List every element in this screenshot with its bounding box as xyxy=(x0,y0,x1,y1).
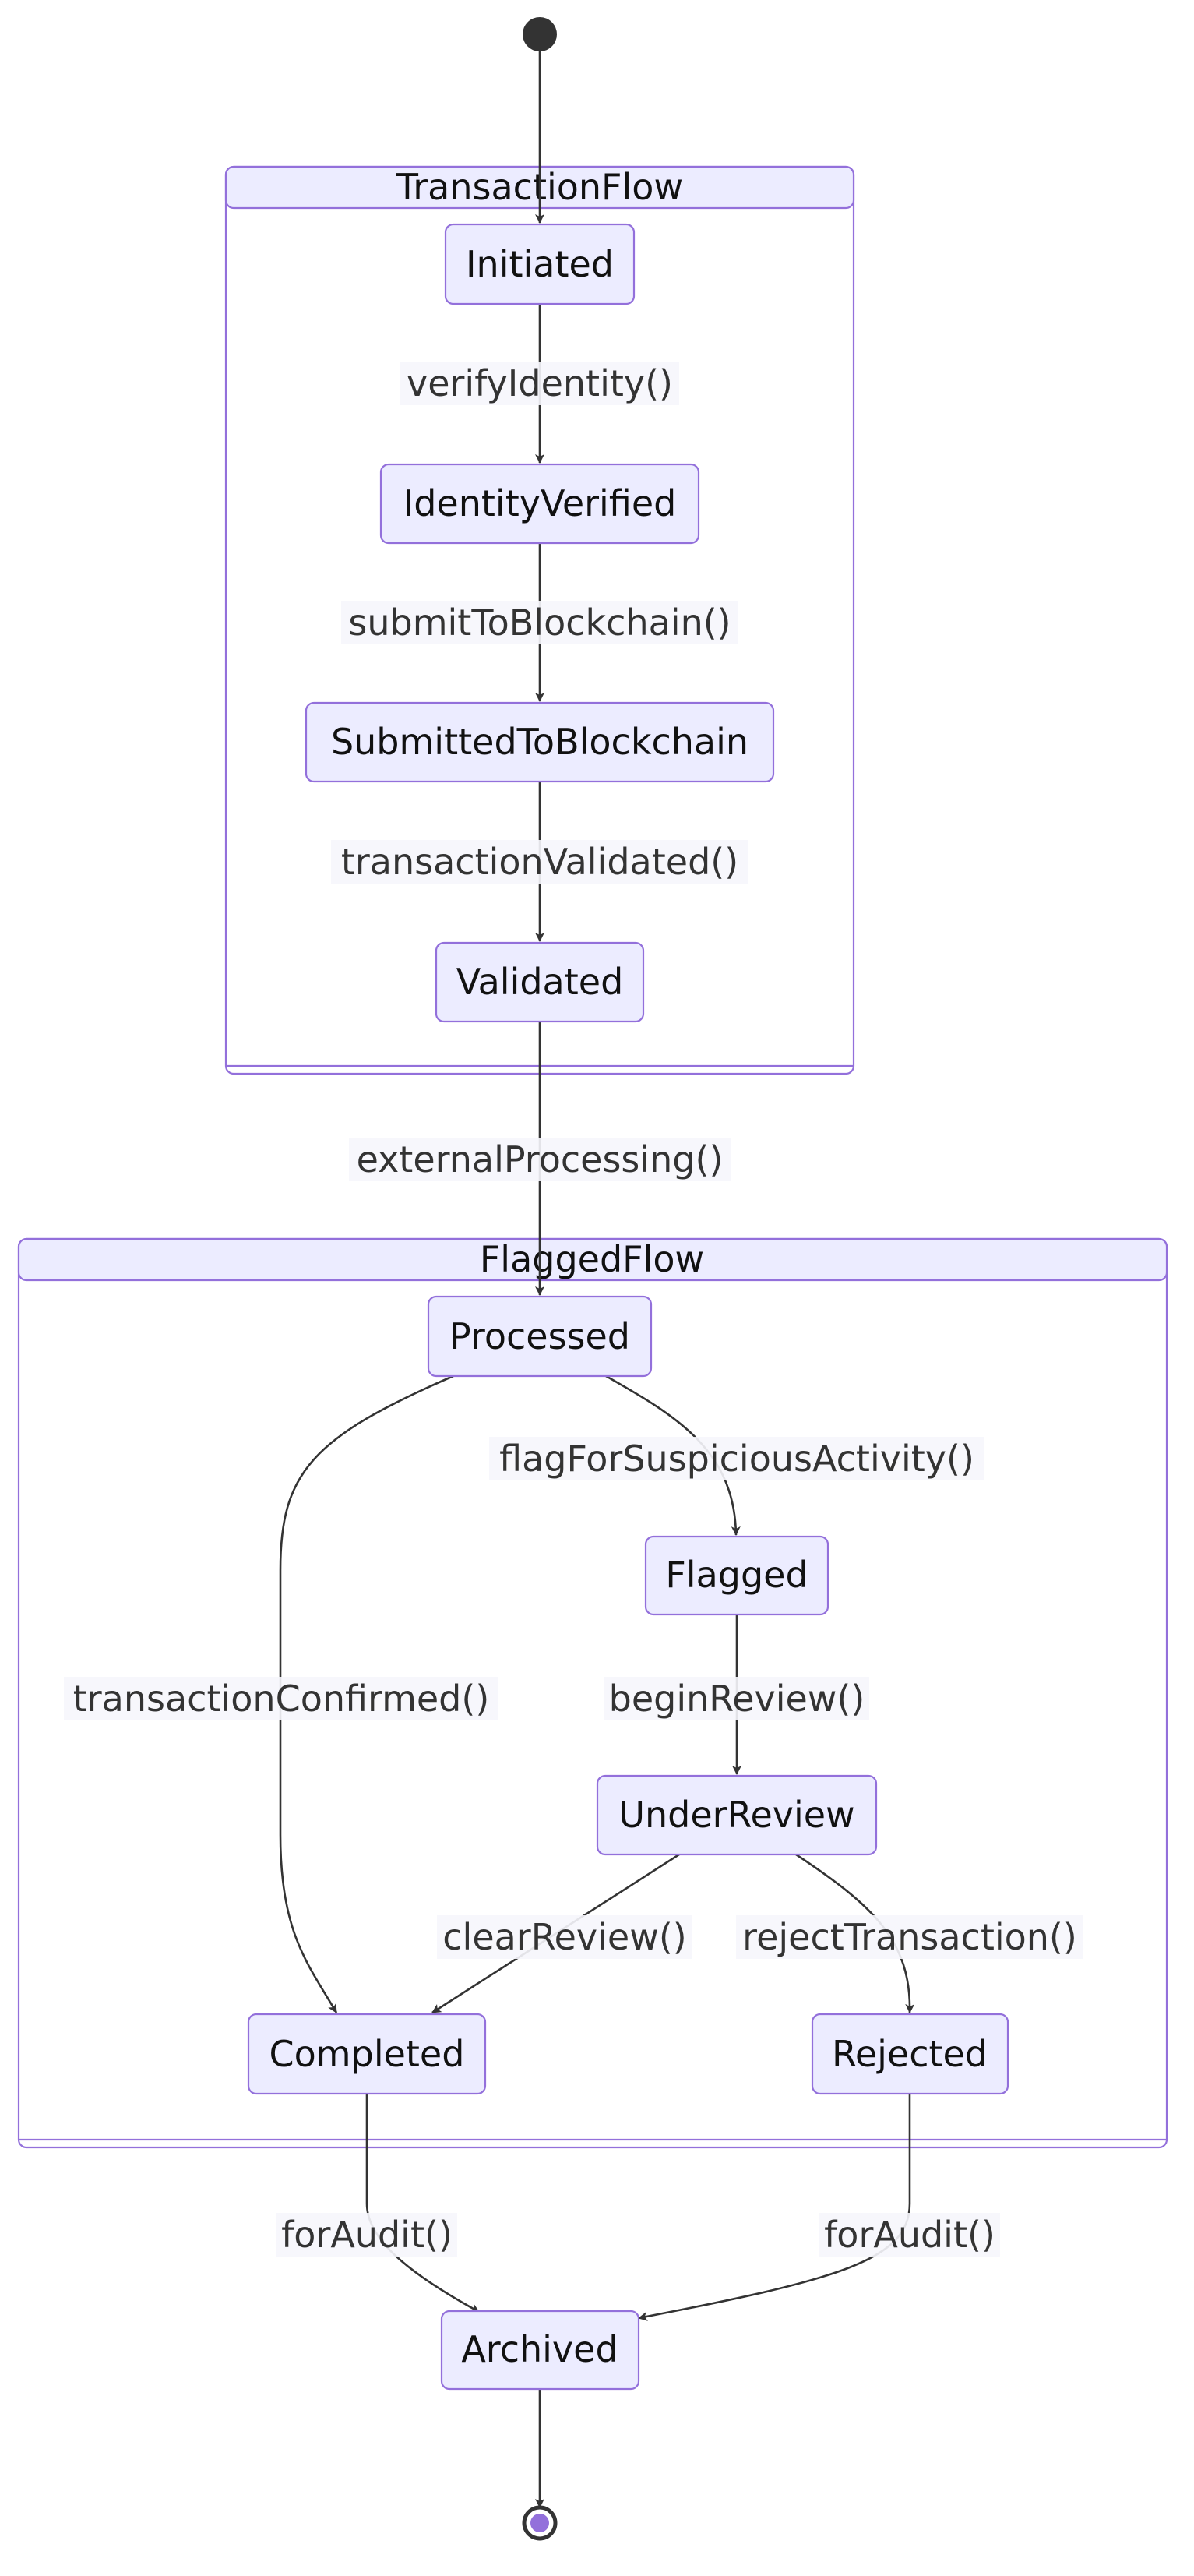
svg-text:clearReview(): clearReview() xyxy=(442,1916,687,1958)
svg-text:Initiated: Initiated xyxy=(466,243,614,285)
label-external-processing: externalProcessing() xyxy=(349,1138,731,1181)
state-submitted-to-blockchain[interactable]: SubmittedToBlockchain xyxy=(305,701,775,783)
label-rejected-for-audit: forAudit() xyxy=(819,2213,1000,2257)
svg-text:externalProcessing(): externalProcessing() xyxy=(357,1138,724,1180)
state-rejected[interactable]: Rejected xyxy=(811,2013,1009,2095)
svg-text:forAudit(): forAudit() xyxy=(824,2214,995,2256)
svg-text:beginReview(): beginReview() xyxy=(609,1678,865,1720)
label-transaction-confirmed: transactionConfirmed() xyxy=(64,1677,498,1720)
state-initiated[interactable]: Initiated xyxy=(444,223,636,305)
svg-text:flagForSuspiciousActivity(): flagForSuspiciousActivity() xyxy=(499,1438,974,1480)
svg-text:Archived: Archived xyxy=(461,2328,618,2370)
label-begin-review: beginReview() xyxy=(604,1677,869,1720)
svg-text:Flagged: Flagged xyxy=(665,1554,808,1596)
label-submit-to-blockchain: submitToBlockchain() xyxy=(341,601,738,644)
edge-processed-completed xyxy=(279,1374,454,2013)
state-processed[interactable]: Processed xyxy=(427,1295,653,1378)
svg-text:transactionValidated(): transactionValidated() xyxy=(341,841,738,883)
label-completed-for-audit: forAudit() xyxy=(276,2213,457,2257)
svg-text:submitToBlockchain(): submitToBlockchain() xyxy=(348,602,731,644)
label-transaction-validated: transactionValidated() xyxy=(331,840,748,884)
state-under-review[interactable]: UnderReview xyxy=(596,1774,878,1856)
label-clear-review: clearReview() xyxy=(437,1915,692,1959)
svg-text:Validated: Validated xyxy=(456,961,624,1003)
label-flag-for-suspicious-activity: flagForSuspiciousActivity() xyxy=(489,1437,984,1480)
end-node xyxy=(522,2505,558,2541)
svg-text:forAudit(): forAudit() xyxy=(281,2214,453,2256)
svg-text:Rejected: Rejected xyxy=(832,2033,988,2075)
label-verify-identity: verifyIdentity() xyxy=(400,362,679,405)
composite-title-flagged-flow: FlaggedFlow xyxy=(480,1238,704,1280)
state-flagged[interactable]: Flagged xyxy=(644,1535,829,1616)
svg-text:rejectTransaction(): rejectTransaction() xyxy=(742,1916,1077,1958)
state-completed[interactable]: Completed xyxy=(247,2013,487,2095)
svg-text:verifyIdentity(): verifyIdentity() xyxy=(407,362,673,404)
svg-text:Completed: Completed xyxy=(269,2033,465,2075)
label-reject-transaction: rejectTransaction() xyxy=(736,1915,1083,1959)
svg-text:Processed: Processed xyxy=(449,1315,630,1357)
svg-text:transactionConfirmed(): transactionConfirmed() xyxy=(73,1678,490,1720)
svg-text:SubmittedToBlockchain: SubmittedToBlockchain xyxy=(331,721,748,763)
state-archived[interactable]: Archived xyxy=(440,2310,640,2391)
svg-text:UnderReview: UnderReview xyxy=(618,1794,854,1836)
start-node xyxy=(523,17,557,51)
svg-text:IdentityVerified: IdentityVerified xyxy=(403,482,677,524)
state-identity-verified[interactable]: IdentityVerified xyxy=(379,463,700,545)
state-validated[interactable]: Validated xyxy=(435,941,645,1023)
